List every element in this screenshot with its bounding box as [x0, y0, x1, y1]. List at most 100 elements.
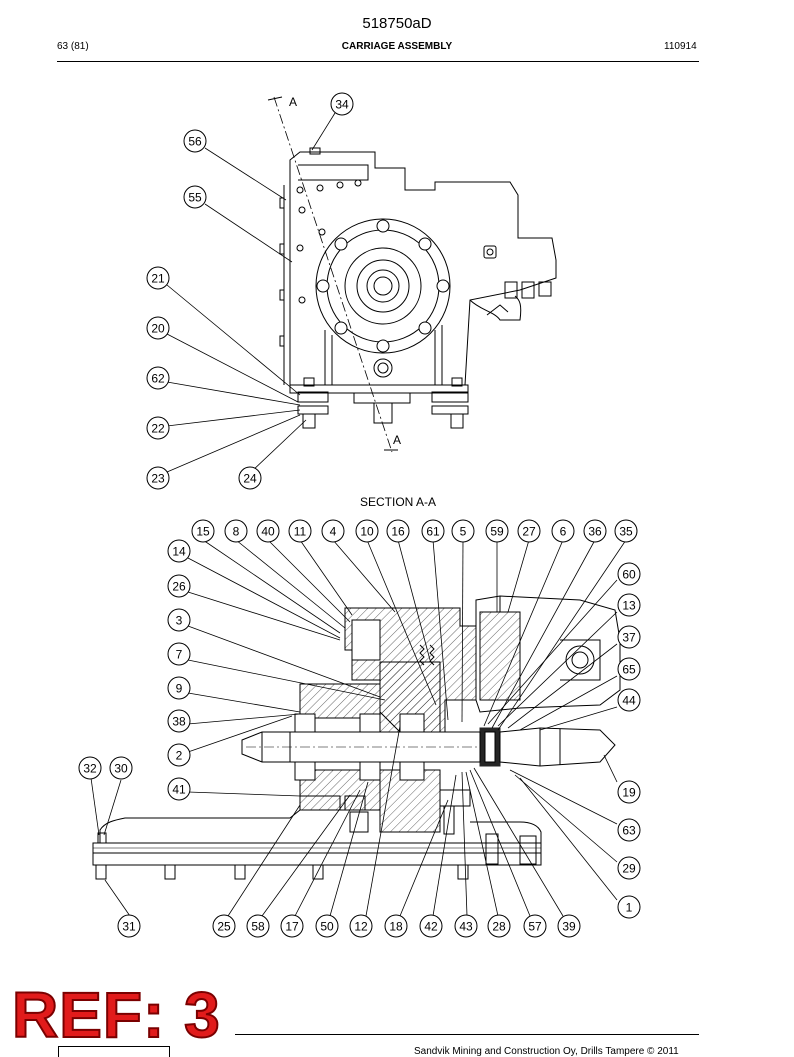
callout-11: 11	[289, 520, 311, 542]
callout-label: 40	[261, 525, 275, 539]
callout-58: 58	[247, 915, 269, 937]
callout-28: 28	[488, 915, 510, 937]
callout-label: 50	[320, 920, 334, 934]
callout-50: 50	[316, 915, 338, 937]
callout-56: 56	[184, 130, 206, 152]
callout-label: 9	[176, 682, 183, 696]
callout-43: 43	[455, 915, 477, 937]
callout-5: 5	[452, 520, 474, 542]
callout-label: 16	[391, 525, 405, 539]
callout-30: 30	[110, 757, 132, 779]
footer-rule	[235, 1034, 699, 1035]
callout-label: 62	[151, 372, 165, 386]
callout-14: 14	[168, 540, 190, 562]
section-marker-top: A	[289, 95, 297, 109]
callout-label: 5	[460, 525, 467, 539]
callout-label: 59	[490, 525, 504, 539]
callout-label: 55	[188, 191, 202, 205]
callout-label: 19	[622, 786, 636, 800]
callout-57: 57	[524, 915, 546, 937]
callout-34: 34	[331, 93, 353, 115]
callout-15: 15	[192, 520, 214, 542]
callout-label: 6	[560, 525, 567, 539]
callout-32: 32	[79, 757, 101, 779]
callout-label: 17	[285, 920, 299, 934]
callout-8: 8	[225, 520, 247, 542]
callout-label: 11	[294, 525, 307, 539]
callout-1: 1	[618, 896, 640, 918]
carriage-top-view	[268, 97, 556, 452]
callout-37: 37	[618, 626, 640, 648]
callout-label: 1	[626, 901, 633, 915]
callout-label: 42	[424, 920, 438, 934]
callout-label: 60	[622, 568, 636, 582]
callout-label: 43	[459, 920, 473, 934]
callout-24: 24	[239, 467, 261, 489]
callout-9: 9	[168, 677, 190, 699]
callout-label: 36	[588, 525, 602, 539]
callout-40: 40	[257, 520, 279, 542]
callout-label: 18	[389, 920, 403, 934]
callout-label: 39	[562, 920, 576, 934]
callout-label: 12	[354, 920, 368, 934]
callout-label: 63	[622, 824, 636, 838]
callout-16: 16	[387, 520, 409, 542]
callout-19: 19	[618, 781, 640, 803]
callout-44: 44	[618, 689, 640, 711]
callout-18: 18	[385, 915, 407, 937]
sandvik-logo	[58, 1046, 170, 1057]
callout-label: 32	[83, 762, 97, 776]
callout-label: 23	[151, 472, 165, 486]
callout-41: 41	[168, 778, 190, 800]
footer-copyright: Sandvik Mining and Construction Oy, Dril…	[414, 1046, 679, 1057]
callout-29: 29	[618, 857, 640, 879]
callout-label: 56	[188, 135, 202, 149]
callout-63: 63	[618, 819, 640, 841]
callout-13: 13	[618, 594, 640, 616]
callout-17: 17	[281, 915, 303, 937]
callout-label: 2	[176, 749, 183, 763]
callout-31: 31	[118, 915, 140, 937]
callout-label: 7	[176, 648, 183, 662]
callout-6: 6	[552, 520, 574, 542]
callout-label: 58	[251, 920, 265, 934]
callout-label: 25	[217, 920, 231, 934]
callout-label: 41	[172, 783, 186, 797]
callout-65: 65	[618, 658, 640, 680]
callout-label: 44	[622, 694, 636, 708]
callout-label: 3	[176, 614, 183, 628]
callout-21: 21	[147, 267, 169, 289]
callout-label: 29	[622, 862, 636, 876]
callout-12: 12	[350, 915, 372, 937]
callout-2: 2	[168, 744, 190, 766]
callout-label: 65	[622, 663, 636, 677]
callout-25: 25	[213, 915, 235, 937]
callout-label: 28	[492, 920, 506, 934]
callout-label: 10	[360, 525, 374, 539]
callout-62: 62	[147, 367, 169, 389]
callout-60: 60	[618, 563, 640, 585]
callout-label: 21	[151, 272, 165, 286]
callout-label: 31	[122, 920, 136, 934]
callout-label: 8	[233, 525, 240, 539]
section-title: SECTION A-A	[360, 495, 436, 509]
callout-label: 27	[522, 525, 536, 539]
callout-label: 37	[622, 631, 636, 645]
callout-3: 3	[168, 609, 190, 631]
callout-4: 4	[322, 520, 344, 542]
callout-label: 38	[172, 715, 186, 729]
callout-label: 24	[243, 472, 257, 486]
callout-label: 61	[426, 525, 440, 539]
callout-label: 30	[114, 762, 128, 776]
callout-label: 22	[151, 422, 165, 436]
callout-label: 34	[335, 98, 349, 112]
callout-label: 4	[330, 525, 337, 539]
callout-59: 59	[486, 520, 508, 542]
callout-42: 42	[420, 915, 442, 937]
callout-label: 35	[619, 525, 633, 539]
callout-10: 10	[356, 520, 378, 542]
callout-label: 13	[622, 599, 636, 613]
callout-23: 23	[147, 467, 169, 489]
callout-55: 55	[184, 186, 206, 208]
